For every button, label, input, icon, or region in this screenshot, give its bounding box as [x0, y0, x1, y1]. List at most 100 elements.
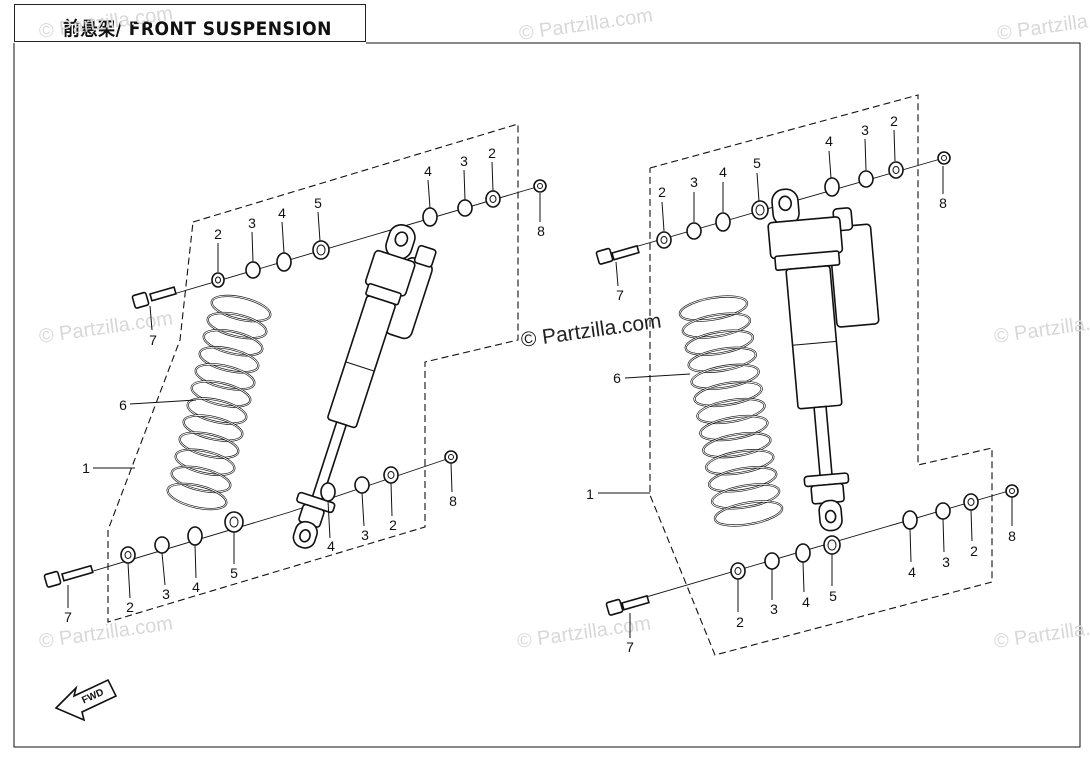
spring-coil	[696, 398, 766, 424]
callout-right-bottom-5: 5	[829, 588, 837, 604]
callout-left-top-4a: 4	[278, 205, 286, 221]
callout-left-top-7: 7	[149, 332, 157, 348]
left-top-oring	[245, 261, 261, 279]
spring-coil	[708, 466, 777, 492]
left-top-nut	[533, 179, 547, 193]
right-assembly-outline	[649, 94, 993, 656]
left-top-bushing	[211, 272, 225, 288]
callout-right-mid-2: 2	[970, 543, 978, 559]
spring-coil	[199, 346, 259, 373]
left-leader-lines	[67, 161, 541, 608]
left-assembly: 2 3 4 5 4 3 2 8 7 6 1 4 3 2 8 2 3 4 5 7	[43, 123, 547, 625]
spring-coil	[167, 483, 227, 510]
watermark-8: © Partzilla.com	[993, 612, 1090, 653]
callout-left-top-5: 5	[314, 195, 322, 211]
right-leader-lines	[598, 129, 1013, 638]
watermark-2: © Partzilla.com	[518, 4, 655, 45]
spring-coil	[191, 380, 251, 408]
callout-left-mid-8: 8	[449, 493, 457, 509]
right-spring	[678, 295, 784, 527]
callout-right-top-8: 8	[939, 195, 947, 211]
left-mid-nut	[444, 450, 458, 464]
page-title: 前悬架/ FRONT SUSPENSION	[63, 18, 332, 40]
outer-frame	[13, 42, 1081, 748]
callout-right-bottom-4: 4	[802, 594, 810, 610]
left-spring	[166, 294, 272, 511]
callout-right-top-7: 7	[616, 287, 624, 303]
left-bottom-washer	[187, 526, 203, 546]
callout-left-bottom-7: 7	[64, 609, 72, 625]
callout-left-bottom-3: 3	[162, 586, 170, 602]
left-top-oring-2	[457, 199, 473, 217]
left-mid-oring	[354, 476, 370, 494]
callout-right-bottom-2: 2	[736, 614, 744, 630]
spring-coil	[195, 363, 255, 390]
right-top-oring	[686, 222, 702, 240]
callout-left-mid-3: 3	[361, 527, 369, 543]
callout-right-top-2b: 2	[890, 113, 898, 129]
spring-coil	[679, 296, 748, 322]
left-shock-absorber	[292, 224, 437, 549]
watermark-1: © Partzilla.com	[38, 2, 175, 43]
callout-right-top-3a: 3	[690, 174, 698, 190]
callout-right-spring-6: 6	[613, 370, 621, 386]
spring-coil	[187, 397, 247, 425]
watermark-center: © Partzilla.com	[519, 309, 662, 351]
callout-right-bottom-3: 3	[770, 601, 778, 617]
right-assembly: 2 3 4 5 4 3 2 8 7 6 1 2 3 4 5 7 4 3 2 8	[586, 94, 1019, 656]
callout-left-mid-2: 2	[389, 517, 397, 533]
callout-left-bottom-2: 2	[126, 599, 134, 615]
spring-coil	[694, 381, 763, 407]
left-bottom-axis	[69, 511, 291, 579]
left-assembly-outline	[107, 123, 519, 623]
right-bottom-washer	[795, 543, 811, 563]
callout-right-top-3b: 3	[861, 122, 869, 138]
spring-coil	[688, 347, 757, 373]
spring-coil	[183, 415, 243, 442]
watermark-6: © Partzilla.com	[38, 612, 175, 653]
callout-left-mid-4: 4	[327, 538, 335, 554]
callout-right-assembly-1: 1	[586, 486, 594, 502]
right-top-bearing	[751, 200, 769, 220]
right-mid-bushing	[963, 493, 979, 511]
left-top-bearing	[312, 240, 330, 260]
right-bottom-bearing	[823, 535, 841, 555]
right-top-bushing-2	[888, 161, 904, 179]
callout-right-top-4a: 4	[719, 164, 727, 180]
spring-coil	[682, 313, 751, 339]
spring-coil	[699, 415, 768, 441]
spring-coil	[211, 295, 271, 322]
callout-right-mid-3: 3	[942, 554, 950, 570]
callout-right-mid-4: 4	[908, 564, 916, 580]
callout-right-bottom-7: 7	[626, 639, 634, 655]
watermark-5: © Partzilla.com	[993, 307, 1090, 348]
callout-left-bottom-4: 4	[192, 579, 200, 595]
right-shock-absorber	[767, 188, 880, 532]
callout-left-top-4b: 4	[424, 163, 432, 179]
left-bottom-bushing	[120, 546, 136, 564]
right-top-washer	[715, 212, 731, 232]
callout-left-bottom-5: 5	[230, 565, 238, 581]
spring-coil	[702, 432, 771, 458]
callout-right-top-5: 5	[753, 155, 761, 171]
callout-left-top-2a: 2	[214, 226, 222, 242]
spring-coil	[685, 330, 754, 356]
left-bottom-bolt	[43, 564, 94, 588]
callout-right-mid-8: 8	[1008, 528, 1016, 544]
left-top-bolt	[131, 286, 177, 309]
callout-right-top-4b: 4	[825, 133, 833, 149]
spring-coil	[175, 449, 235, 476]
watermark-3: © Partzilla.com	[996, 4, 1090, 45]
left-bottom-oring	[154, 536, 170, 554]
callout-left-spring-6: 6	[119, 397, 127, 413]
spring-coil	[705, 449, 774, 475]
spring-coil	[207, 312, 267, 339]
right-top-bushing	[656, 231, 672, 249]
right-bottom-oring	[764, 552, 780, 570]
right-top-bolt	[595, 244, 640, 265]
left-top-washer-2	[422, 207, 438, 227]
callout-left-top-8: 8	[537, 223, 545, 239]
left-mid-washer	[320, 482, 336, 502]
left-bottom-bearing	[224, 511, 244, 533]
spring-coil	[714, 500, 783, 526]
